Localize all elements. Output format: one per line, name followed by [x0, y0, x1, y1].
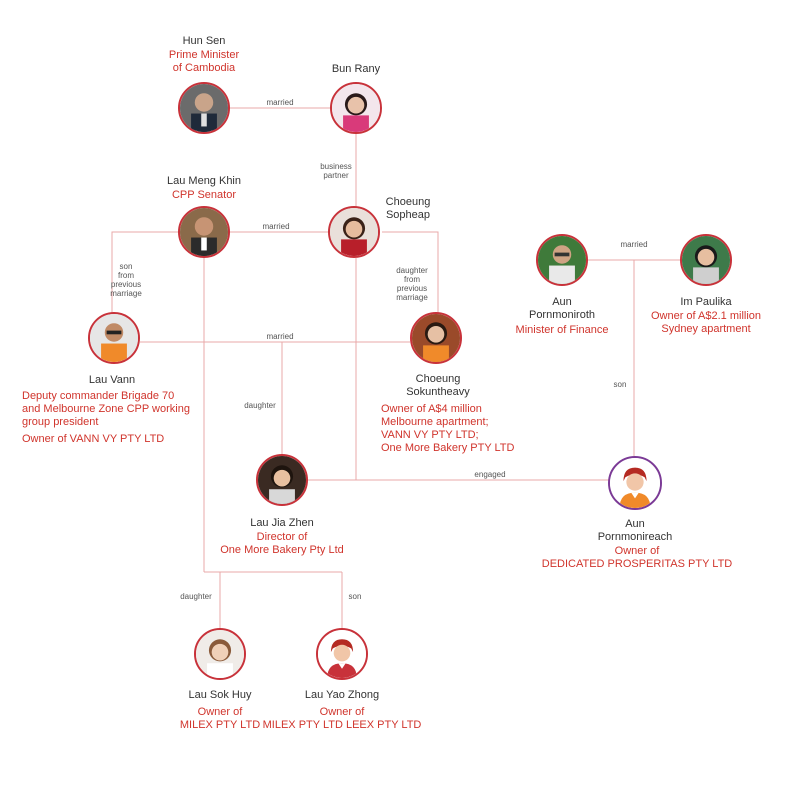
avatar-choeung-sopheap: [328, 206, 380, 258]
rel-label-lyz: son: [348, 592, 362, 601]
name-lau-jia-zhen: Lau Jia Zhen: [250, 517, 314, 529]
role-aun-pornmoniroth: Minister of Finance: [515, 324, 609, 336]
role-choeung-sokuntheavy: Owner of A$4 million Melbourne apartment…: [381, 403, 515, 454]
name-im-paulika: Im Paulika: [680, 296, 732, 308]
rel-label-br-cs: business partner: [320, 162, 352, 180]
role-lau-vann: Deputy commander Brigade 70 and Melbourn…: [22, 390, 190, 428]
rel-label-ljz-apr: engaged: [474, 470, 506, 479]
name-lau-sok-huy: Lau Sok Huy: [188, 689, 252, 701]
avatar-hun-sen: [178, 82, 230, 134]
role-lau-jia-zhen: Director of One More Bakery Pty Ltd: [220, 531, 344, 556]
avatar-lau-meng-khin: [178, 206, 230, 258]
rel-label-lmk-lv: son from previous marriage: [110, 262, 142, 298]
avatar-lau-yao-zhong: [316, 628, 368, 680]
role-hun-sen: Prime Minister of Cambodia: [168, 49, 240, 74]
name-aun-pornmoniroth: Aun Pornmoniroth: [528, 296, 596, 321]
name-hun-sen: Hun Sen: [182, 35, 226, 47]
avatar-lau-sok-huy: [194, 628, 246, 680]
rel-label-ljz-parents: daughter: [244, 401, 276, 410]
name-aun-pornmonireach: Aun Pornmonireach: [597, 518, 673, 543]
rel-label-cs-csk: daughter from previous marriage: [396, 266, 428, 302]
role-lau-meng-khin: CPP Senator: [171, 189, 237, 201]
avatar-lau-vann: [88, 312, 140, 364]
role2-lau-vann: Owner of VANN VY PTY LTD: [22, 433, 165, 445]
rel-label-ap-son: son: [613, 380, 627, 389]
avatar-lau-jia-zhen: [256, 454, 308, 506]
name-lau-meng-khin: Lau Meng Khin: [167, 175, 241, 187]
name-lau-vann: Lau Vann: [88, 374, 136, 386]
link-cs-csk: [382, 231, 439, 312]
avatar-aun-pornmonireach: [608, 456, 662, 510]
name-bun-rany: Bun Rany: [331, 63, 381, 75]
link-lmk-lv: [111, 231, 178, 312]
avatar-im-paulika: [680, 234, 732, 286]
rel-label-ap-ip: married: [620, 240, 648, 249]
role-im-paulika: Owner of A$2.1 million Sydney apartment: [650, 310, 762, 335]
rel-label-lmk-cs: married: [262, 222, 290, 231]
name-choeung-sokuntheavy: Choeung Sokuntheavy: [406, 373, 470, 398]
avatar-bun-rany: [330, 82, 382, 134]
name-choeung-sopheap: Choeung Sopheap: [385, 196, 431, 221]
rel-label-hs-br: married: [266, 98, 294, 107]
role-lau-sok-huy: Owner of MILEX PTY LTD: [179, 706, 261, 731]
avatar-aun-pornmoniroth: [536, 234, 588, 286]
name-lau-yao-zhong: Lau Yao Zhong: [304, 689, 380, 701]
rel-label-lv-csk: married: [266, 332, 294, 341]
role-aun-pornmonireach: Owner of DEDICATED PROSPERITAS PTY LTD: [541, 545, 733, 570]
rel-label-lsh: daughter: [180, 592, 212, 601]
role-lau-yao-zhong: Owner of MILEX PTY LTD LEEX PTY LTD: [262, 706, 422, 731]
avatar-choeung-sokuntheavy: [410, 312, 462, 364]
